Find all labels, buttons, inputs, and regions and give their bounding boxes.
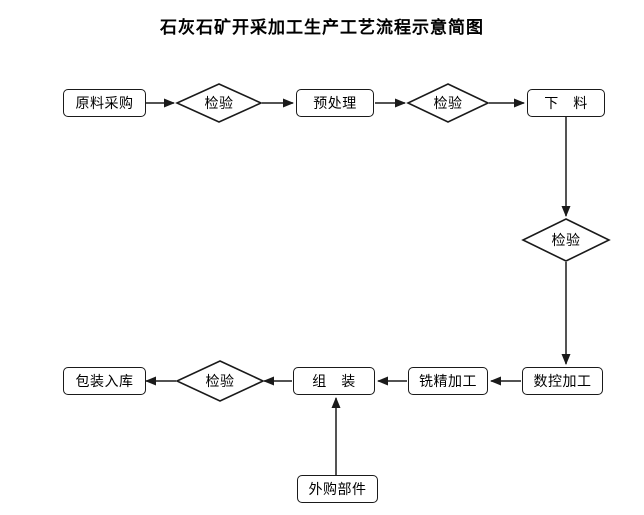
node-packaging-warehousing-label: 包装入库 bbox=[75, 375, 134, 390]
node-inspection-4: 检验 bbox=[177, 361, 263, 401]
node-purchased-parts-label: 外购部件 bbox=[308, 483, 367, 498]
node-inspection-3: 检验 bbox=[523, 219, 609, 261]
node-pretreatment: 预处理 bbox=[296, 89, 374, 117]
node-pretreatment-label: 预处理 bbox=[313, 97, 357, 112]
node-assembly: 组 装 bbox=[293, 367, 375, 395]
node-fine-milling: 铣精加工 bbox=[408, 367, 488, 395]
node-assembly-label: 组 装 bbox=[312, 375, 356, 390]
diamond-inspection-2 bbox=[406, 83, 490, 123]
node-packaging-warehousing: 包装入库 bbox=[63, 367, 146, 395]
node-fine-milling-label: 铣精加工 bbox=[419, 375, 477, 390]
node-inspection-1-label: 检验 bbox=[204, 97, 234, 112]
node-cnc-machining: 数控加工 bbox=[522, 367, 603, 395]
node-cnc-machining-label: 数控加工 bbox=[533, 375, 592, 390]
node-inspection-3-label: 检验 bbox=[551, 234, 581, 249]
node-inspection-4-label: 检验 bbox=[205, 375, 235, 390]
node-inspection-2-label: 检验 bbox=[433, 97, 463, 112]
node-purchased-parts: 外购部件 bbox=[297, 475, 378, 503]
node-raw-material-purchase: 原料采购 bbox=[63, 89, 146, 117]
node-inspection-2: 检验 bbox=[408, 83, 488, 123]
diamond-inspection-3 bbox=[521, 218, 611, 262]
node-blanking-label: 下 料 bbox=[544, 97, 588, 112]
diamond-inspection-4 bbox=[175, 360, 265, 402]
diamond-inspection-1 bbox=[175, 83, 263, 123]
node-blanking: 下 料 bbox=[527, 89, 605, 117]
node-raw-material-purchase-label: 原料采购 bbox=[75, 97, 134, 112]
diagram-title: 石灰石矿开采加工生产工艺流程示意简图 bbox=[160, 18, 484, 37]
node-inspection-1: 检验 bbox=[177, 83, 261, 123]
